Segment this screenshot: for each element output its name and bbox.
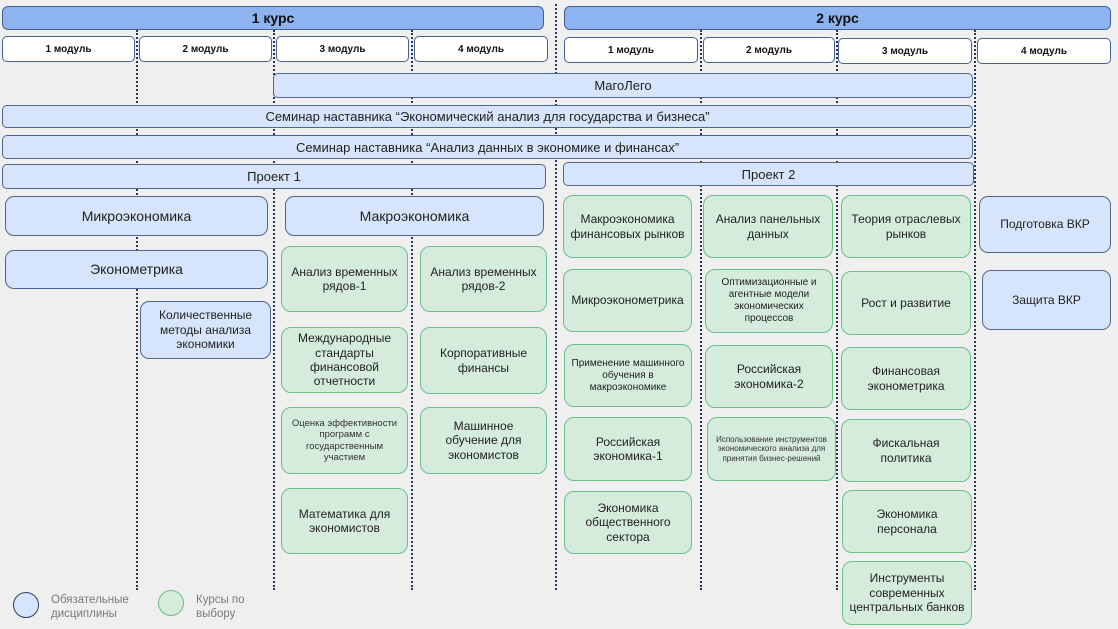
project-1-bar: Проект 1 <box>2 164 546 189</box>
elective-course: Математика для экономистов <box>281 488 408 554</box>
course-microeconomics: Микроэкономика <box>5 196 268 236</box>
seminar-bar-2: Семинар наставника “Анализ данных в экон… <box>2 135 973 159</box>
legend-elective-label: Курсы по выбору <box>196 594 245 621</box>
elective-course: Применение машинного обучения в макроэко… <box>564 344 692 407</box>
module-divider <box>836 30 838 590</box>
module-divider <box>700 30 702 590</box>
module-header: 1 модуль <box>2 36 135 62</box>
module-header: 4 модуль <box>414 36 548 62</box>
course-vkr-defense: Защита ВКР <box>982 270 1111 330</box>
elective-course: Машинное обучение для экономистов <box>420 407 547 474</box>
module-divider <box>136 30 138 590</box>
legend-required-swatch <box>13 592 39 618</box>
elective-course: Международные стандарты финансовой отчет… <box>281 327 408 393</box>
module-divider <box>411 30 413 590</box>
elective-course: Использование инструментов экономическог… <box>707 417 836 481</box>
elective-course: Финансовая эконометрика <box>841 347 971 410</box>
elective-course: Фискальная политика <box>841 419 971 482</box>
course-macroeconomics: Макроэкономика <box>285 196 544 236</box>
elective-course: Анализ панельных данных <box>703 195 833 258</box>
module-header: 3 модуль <box>276 36 409 62</box>
module-divider <box>273 30 275 590</box>
elective-course: Корпоративные финансы <box>420 327 547 394</box>
elective-course: Оценка эффективности программ с государс… <box>281 407 408 474</box>
course-quantitative-methods: Количественные методы анализа экономики <box>140 301 271 359</box>
module-header: 2 модуль <box>139 36 272 62</box>
module-header: 1 модуль <box>564 37 698 63</box>
module-header: 3 модуль <box>838 38 972 64</box>
course-econometrics: Эконометрика <box>5 250 268 289</box>
elective-course: Микроэконометрика <box>563 269 692 332</box>
elective-course: Оптимизационные и агентные модели эконом… <box>705 269 833 333</box>
project-2-bar: Проект 2 <box>563 162 974 186</box>
seminar-bar-1: Семинар наставника “Экономический анализ… <box>2 105 973 128</box>
year-divider <box>555 4 557 590</box>
elective-course: Теория отраслевых рынков <box>841 195 971 258</box>
legend-required-label: Обязательные дисциплины <box>51 594 129 621</box>
course-vkr-prep: Подготовка ВКР <box>979 196 1111 253</box>
elective-course: Российская экономика-2 <box>705 345 833 408</box>
legend-elective-swatch <box>158 590 184 616</box>
module-header: 2 модуль <box>703 37 835 63</box>
magolego-bar: МагоЛего <box>273 73 973 98</box>
elective-course: Макроэкономика финансовых рынков <box>563 195 692 258</box>
elective-course: Экономика персонала <box>842 490 972 553</box>
module-divider <box>974 30 976 590</box>
elective-course: Анализ временных рядов-2 <box>420 246 547 312</box>
module-header: 4 модуль <box>977 38 1111 64</box>
elective-course: Российская экономика-1 <box>564 417 692 481</box>
elective-course: Анализ временных рядов-1 <box>281 246 408 312</box>
elective-course: Инструменты современных центральных банк… <box>842 561 972 625</box>
elective-course: Рост и развитие <box>841 271 971 335</box>
year-header-2: 2 курс <box>564 6 1111 30</box>
elective-course: Экономика общественного сектора <box>564 491 692 554</box>
year-header-1: 1 курс <box>2 6 544 30</box>
